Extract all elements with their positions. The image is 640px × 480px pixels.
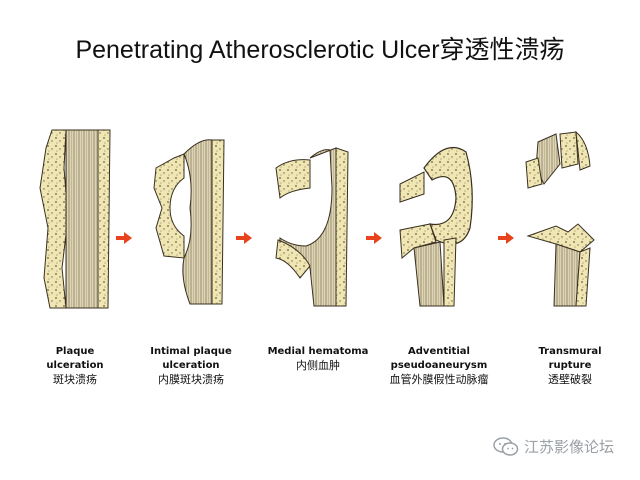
stage-4-pseudoaneurysm-illustration — [399, 147, 473, 307]
stage-1-caption: Plaque ulceration 斑块溃疡 — [15, 345, 135, 387]
page-title: Penetrating Atherosclerotic Ulcer穿透性溃疡 — [75, 36, 565, 64]
stage-4-caption: Adventitial pseudoaneurysm 血管外膜假性动脉瘤 — [379, 345, 499, 387]
stage-1-en-line2: ulceration — [46, 360, 104, 371]
stage-2-en-line2: ulceration — [162, 360, 220, 371]
stage-4-cn: 血管外膜假性动脉瘤 — [389, 373, 489, 386]
stage-2-en-line1: Intimal plaque — [150, 346, 232, 357]
wechat-icon — [493, 436, 519, 456]
arrow-3-to-4 — [366, 232, 382, 244]
stage-5-en-line1: Transmural — [538, 346, 602, 357]
arrow-2-to-3 — [236, 232, 252, 244]
stage-3-cn: 内侧血肿 — [296, 359, 340, 372]
stage-2-caption: Intimal plaque ulceration 内膜斑块溃疡 — [131, 345, 251, 387]
stage-5-cn: 透壁破裂 — [548, 373, 592, 386]
stage-2-intimal-ulceration-illustration — [153, 139, 225, 305]
arrow-1-to-2 — [116, 232, 132, 244]
arrow-4-to-5 — [498, 232, 514, 244]
stage-4-en-line2: pseudoaneurysm — [390, 360, 488, 371]
stage-1-cn: 斑块溃疡 — [53, 373, 97, 386]
stage-4-en-line1: Adventitial — [408, 346, 470, 357]
stage-1-plaque-ulceration-illustration — [39, 129, 111, 309]
watermark: 江苏影像论坛 — [493, 436, 614, 457]
stage-3-en-line1: Medial hematoma — [267, 346, 369, 357]
stage-3-medial-hematoma-illustration — [275, 147, 349, 307]
watermark-text: 江苏影像论坛 — [523, 438, 614, 456]
stage-1-en-line1: Plaque — [55, 346, 95, 357]
stage-5-caption: Transmural rupture 透壁破裂 — [510, 345, 630, 387]
stage-2-cn: 内膜斑块溃疡 — [158, 373, 224, 386]
stage-5-transmural-rupture-illustration — [525, 130, 595, 307]
stage-5-en-line2: rupture — [548, 360, 592, 371]
stage-3-caption: Medial hematoma 内侧血肿 — [258, 345, 378, 373]
